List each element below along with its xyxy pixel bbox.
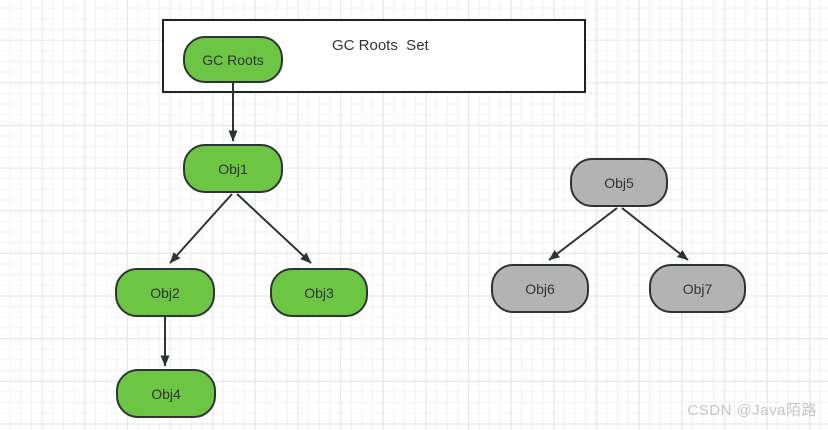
node-obj1: Obj1 xyxy=(183,144,283,193)
gc-roots-set-title: GC Roots Set xyxy=(332,37,429,54)
node-gc-roots-label: GC Roots xyxy=(202,51,264,68)
node-obj1-label: Obj1 xyxy=(218,160,248,177)
edge-obj1-obj3 xyxy=(236,193,312,264)
node-obj6-label: Obj6 xyxy=(525,280,555,297)
node-obj6: Obj6 xyxy=(491,264,589,313)
edge-obj1-obj2 xyxy=(169,193,233,264)
csdn-watermark: CSDN @Java陌路 xyxy=(687,402,817,419)
node-obj3: Obj3 xyxy=(270,268,368,317)
node-obj2-label: Obj2 xyxy=(150,284,180,301)
node-obj4-label: Obj4 xyxy=(151,385,181,402)
node-obj5-label: Obj5 xyxy=(604,174,634,191)
node-obj5: Obj5 xyxy=(570,158,668,207)
node-obj4: Obj4 xyxy=(116,369,216,418)
node-obj2: Obj2 xyxy=(115,268,215,317)
edge-obj5-obj6 xyxy=(548,207,618,261)
node-obj7-label: Obj7 xyxy=(682,280,713,297)
edge-obj5-obj7 xyxy=(621,207,689,261)
node-gc-roots: GC Roots xyxy=(183,36,283,83)
node-obj3-label: Obj3 xyxy=(304,284,334,301)
node-obj7: Obj7 xyxy=(649,264,746,313)
